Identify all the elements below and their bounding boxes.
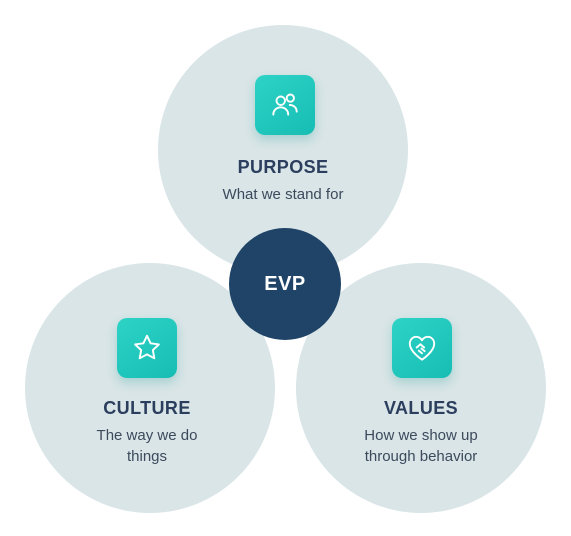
values-description: How we show up through behavior [364, 427, 478, 465]
handshake-heart-icon [408, 335, 436, 361]
culture-text: CULTURE The way we do things [47, 397, 247, 467]
culture-heading: CULTURE [103, 398, 191, 418]
values-icon-tile [392, 318, 452, 378]
star-icon [134, 334, 160, 360]
purpose-icon-tile [255, 75, 315, 135]
evp-label: EVP [264, 272, 306, 295]
values-circle [296, 263, 546, 513]
culture-icon-tile [117, 318, 177, 378]
purpose-heading: PURPOSE [237, 157, 329, 177]
values-heading: VALUES [383, 398, 459, 418]
evp-center-circle: EVP [229, 228, 341, 340]
purpose-text: PURPOSE What we stand for [183, 156, 383, 205]
people-icon [272, 93, 298, 116]
purpose-description: What we stand for [222, 186, 344, 203]
values-text: VALUES How we show up through behavior [321, 397, 521, 467]
culture-description: The way we do things [96, 427, 198, 465]
